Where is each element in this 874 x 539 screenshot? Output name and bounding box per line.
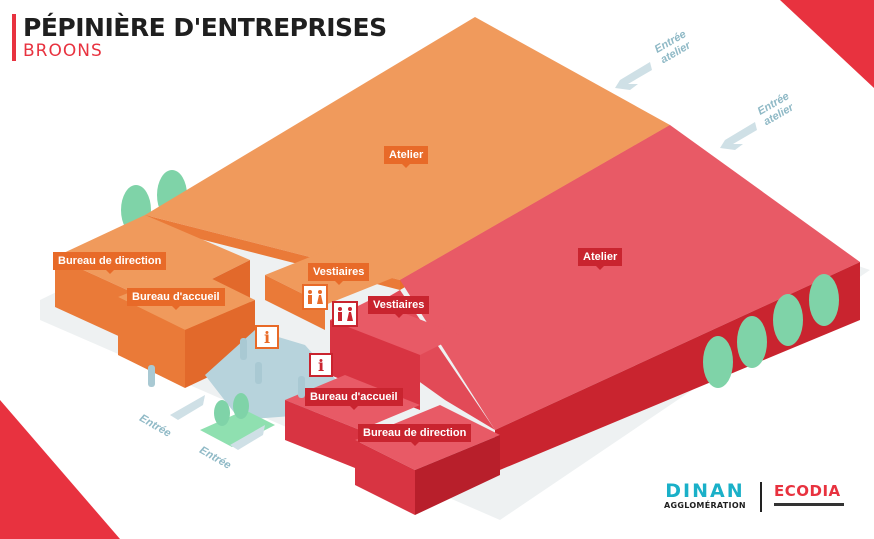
entrance-arrows	[170, 62, 757, 450]
svg-text:i: i	[318, 356, 324, 375]
label-atelier-orange: Atelier	[384, 146, 429, 168]
ecodia-logo-underline	[774, 503, 844, 506]
red-building	[285, 125, 860, 515]
page-title: PÉPINIÈRE D'ENTREPRISES BROONS	[12, 14, 387, 61]
trees-front	[214, 393, 249, 426]
info-icon-orange: i	[255, 325, 279, 349]
label-bureau-direction-orange: Bureau de direction	[53, 252, 167, 274]
dinan-logo-subtitle: AGGLOMÉRATION	[664, 501, 746, 510]
title-main: PÉPINIÈRE D'ENTREPRISES	[23, 13, 387, 42]
label-vestiaires-orange: Vestiaires	[308, 263, 370, 285]
corner-triangle-top-right	[780, 0, 874, 88]
label-bureau-accueil-orange: Bureau d'accueil	[127, 288, 225, 310]
ecodia-logo-word: ECODIA	[774, 482, 841, 500]
label-bureau-direction-red: Bureau de direction	[358, 424, 472, 446]
label-vestiaires-red: Vestiaires	[368, 296, 430, 318]
logo-separator	[760, 482, 762, 512]
label-atelier-red: Atelier	[578, 248, 623, 270]
trees-right	[703, 274, 839, 388]
toilets-icon-red	[332, 301, 358, 327]
info-icon-red: i	[309, 353, 333, 377]
floor-green-patch	[200, 410, 275, 447]
ecodia-logo: ECODIA	[774, 483, 844, 506]
title-subtitle: BROONS	[23, 41, 103, 61]
dinan-logo: DINAN AGGLOMÉRATION	[664, 481, 746, 510]
label-bureau-accueil-red: Bureau d'accueil	[305, 388, 403, 410]
corner-triangle-bottom-left	[0, 400, 120, 539]
svg-text:i: i	[264, 328, 270, 347]
toilets-icon-orange	[302, 284, 328, 310]
dinan-logo-word: DINAN	[665, 480, 745, 502]
